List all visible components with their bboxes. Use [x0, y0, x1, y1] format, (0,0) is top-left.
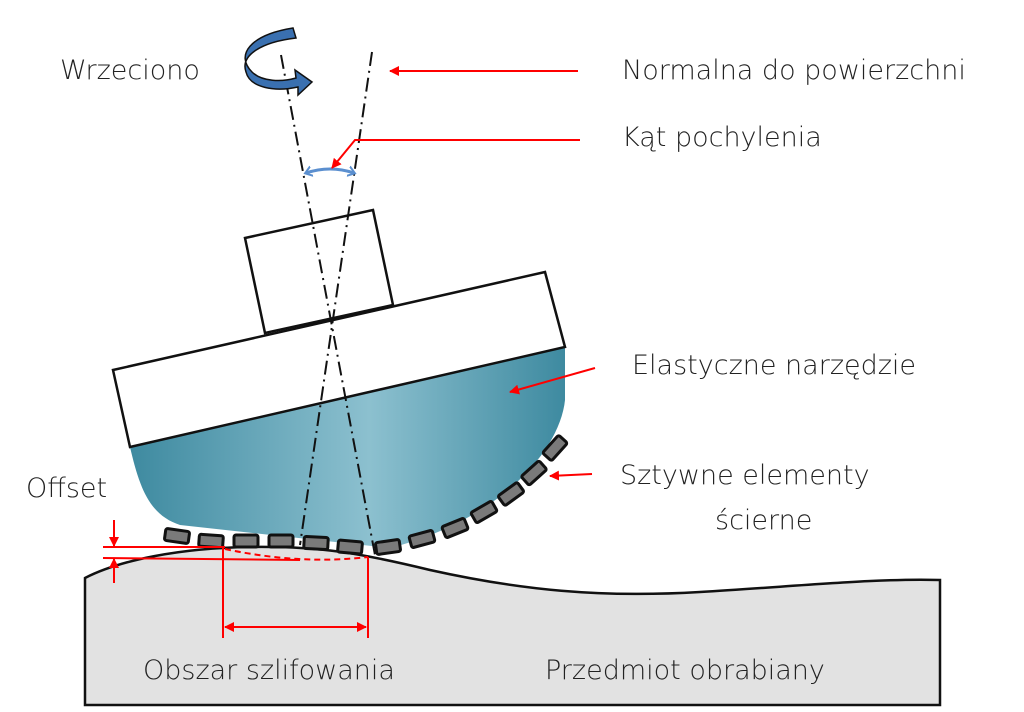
label-grinding-area: Obszar szlifowania [143, 655, 395, 686]
spindle-axis [280, 54, 376, 556]
label-offset: Offset [26, 473, 108, 504]
annotations [102, 66, 596, 638]
tool-plate [111, 270, 567, 449]
workpiece [83, 545, 942, 707]
tilt-angle-arc [306, 169, 354, 173]
label-tilt-angle: Kąt pochylenia [622, 122, 822, 153]
normal-axis [299, 51, 373, 546]
label-abrasive-1: Sztywne elementy [620, 460, 870, 491]
label-abrasive-2: ścierne [715, 505, 813, 536]
label-elastic-tool: Elastyczne narzędzie [632, 350, 917, 381]
label-workpiece: Przedmiot obrabiany [545, 655, 825, 686]
label-normal: Normalna do powierzchni [622, 55, 966, 86]
abrasive-tiles [163, 434, 569, 556]
spindle-holder [243, 208, 395, 335]
rotation-arrow-icon [244, 27, 314, 97]
elastic-tool [130, 347, 565, 548]
label-spindle: Wrzeciono [60, 55, 200, 86]
